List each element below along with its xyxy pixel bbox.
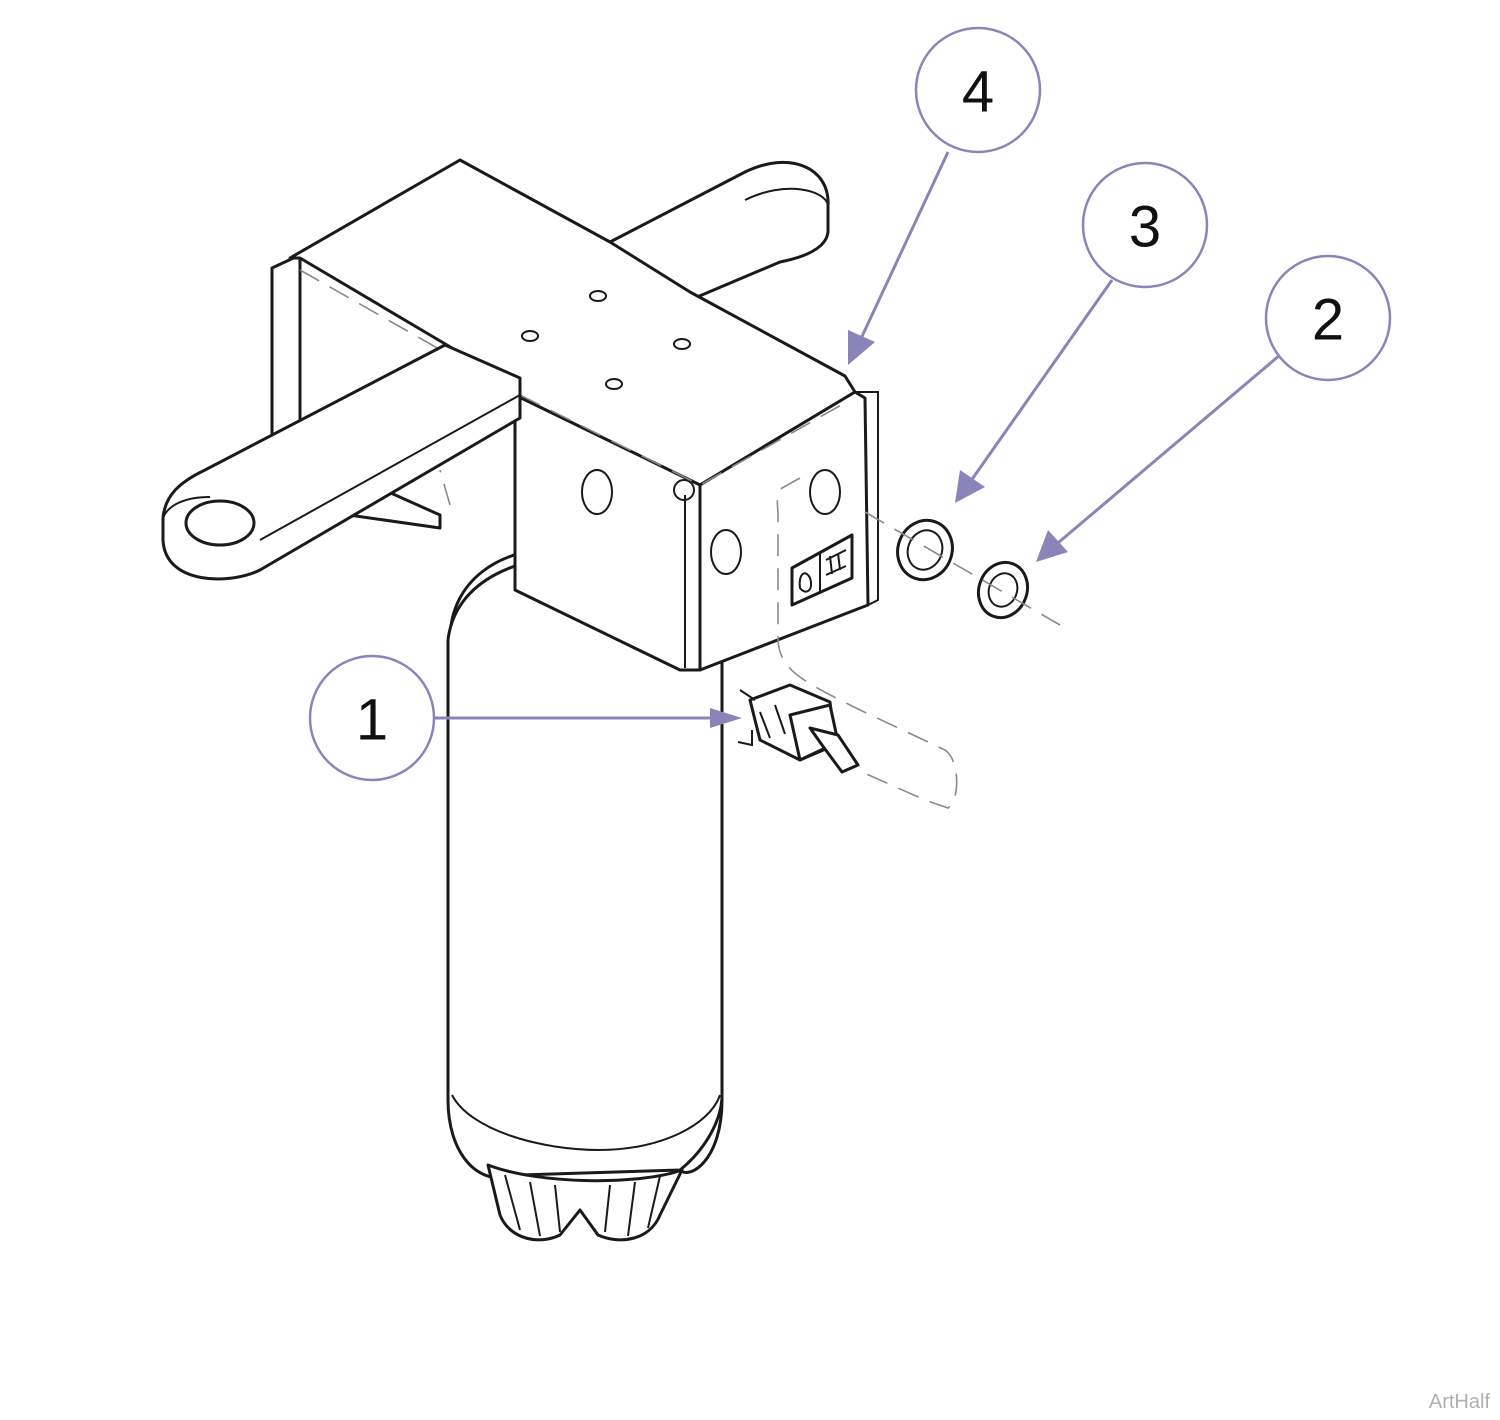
callout-2-label: 2 (1312, 288, 1344, 353)
callout-2: 2 (1264, 254, 1392, 382)
control-label-plate (790, 533, 854, 607)
callout-4-label: 4 (962, 60, 994, 125)
front-arm (161, 343, 522, 581)
toggle-switch (737, 683, 860, 774)
leader-lines (432, 151, 1281, 728)
washer (896, 518, 954, 582)
assembly-axis (864, 511, 1061, 626)
watermark-text: ArtHalf (1429, 1391, 1491, 1413)
bracket-box (270, 158, 879, 672)
nut (976, 560, 1030, 620)
callout-4: 4 (914, 26, 1042, 154)
callout-3-label: 3 (1129, 195, 1161, 260)
rear-arm (608, 161, 830, 302)
callout-1-label: 1 (356, 688, 388, 753)
callout-1: 1 (308, 654, 436, 782)
callout-3: 3 (1081, 161, 1209, 289)
